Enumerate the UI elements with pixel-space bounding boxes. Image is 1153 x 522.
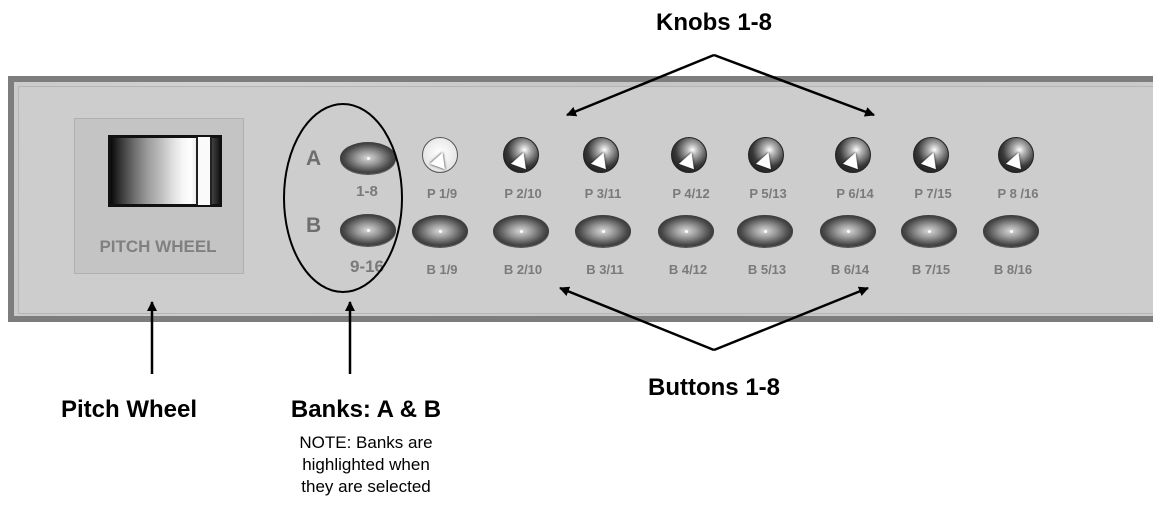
knob-5[interactable]: [748, 137, 784, 173]
knobs-callout: Knobs 1-8: [655, 9, 773, 36]
knob-8-label: P 8 /16: [997, 186, 1039, 201]
button-4[interactable]: [658, 215, 714, 247]
knobs-arrow-right: [713, 53, 875, 117]
knob-1-label: P 1/9: [426, 186, 458, 201]
button-1-label: B 1/9: [426, 262, 458, 277]
bank-b-letter: B: [306, 214, 322, 237]
knob-5-label: P 5/13: [749, 186, 787, 201]
knob-3[interactable]: [583, 137, 619, 173]
pitch-wheel-callout: Pitch Wheel: [60, 396, 198, 423]
buttons-callout: Buttons 1-8: [648, 374, 780, 401]
knob-4[interactable]: [671, 137, 707, 173]
knob-4-label: P 4/12: [672, 186, 710, 201]
button-6[interactable]: [820, 215, 876, 247]
button-3[interactable]: [575, 215, 631, 247]
bank-b-range-label: 9-16: [349, 257, 385, 276]
button-7-label: B 7/15: [911, 262, 951, 277]
knobs-arrow-left: [566, 53, 715, 117]
button-7[interactable]: [901, 215, 957, 247]
buttons-arrow-right: [713, 286, 869, 352]
button-8[interactable]: [983, 215, 1039, 247]
banks-note: NOTE: Banks are highlighted when they ar…: [299, 433, 433, 496]
button-2-label: B 2/10: [503, 262, 543, 277]
bank-selector-outline: [283, 103, 403, 293]
bank-a-range-label: 1-8: [356, 183, 378, 200]
pitch-wheel-panel-label: PITCH WHEEL: [99, 237, 217, 256]
button-4-label: B 4/12: [668, 262, 708, 277]
button-6-label: B 6/14: [830, 262, 870, 277]
knob-2[interactable]: [503, 137, 539, 173]
knob-6-label: P 6/14: [836, 186, 874, 201]
knob-3-label: P 3/11: [584, 186, 622, 201]
buttons-arrow-left: [559, 286, 715, 352]
button-8-label: B 8/16: [993, 262, 1033, 277]
button-2[interactable]: [493, 215, 549, 247]
knob-7-label: P 7/15: [914, 186, 952, 201]
bank-a-button[interactable]: [340, 142, 396, 174]
knob-6[interactable]: [835, 137, 871, 173]
bank-b-button[interactable]: [340, 214, 396, 246]
knob-2-label: P 2/10: [504, 186, 542, 201]
banks-callout: Banks: A & B: [290, 396, 442, 423]
knob-7[interactable]: [913, 137, 949, 173]
knob-1[interactable]: [422, 137, 458, 173]
button-5[interactable]: [737, 215, 793, 247]
button-5-label: B 5/13: [747, 262, 787, 277]
bank-a-letter: A: [306, 147, 322, 170]
knob-8[interactable]: [998, 137, 1034, 173]
pitch-wheel-highlight: [196, 137, 212, 205]
button-1[interactable]: [412, 215, 468, 247]
button-3-label: B 3/11: [586, 262, 624, 277]
